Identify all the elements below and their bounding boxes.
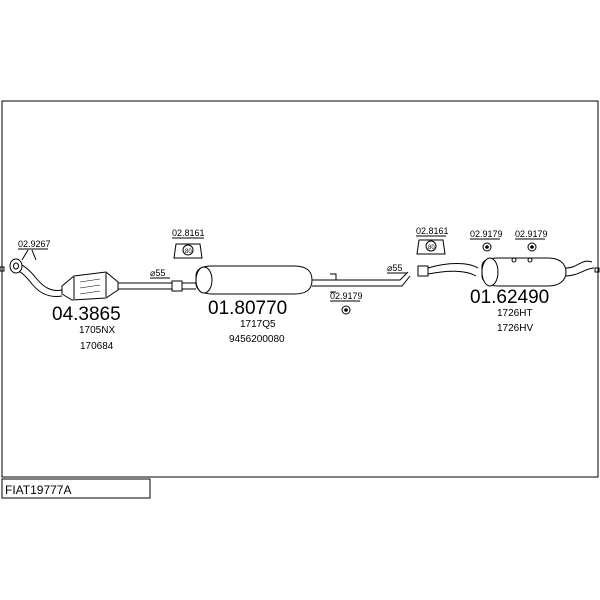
svg-text:9456200080: 9456200080 xyxy=(229,334,285,345)
rubber-mount-rear: 02.8161 80 xyxy=(416,226,449,255)
drawing-frame xyxy=(1,100,599,478)
svg-text:⌀55: ⌀55 xyxy=(387,263,402,273)
diameter-label-2: ⌀55 xyxy=(387,263,407,274)
rear-silencer-labels: 01.62490 1726HT 1726HV xyxy=(470,287,549,334)
middle-silencer xyxy=(182,265,411,295)
svg-text:02.8161: 02.8161 xyxy=(416,226,449,236)
svg-text:1717Q5: 1717Q5 xyxy=(240,319,276,330)
svg-text:02.9267: 02.9267 xyxy=(18,239,51,249)
front-flange xyxy=(9,258,23,274)
svg-text:02.9179: 02.9179 xyxy=(515,229,548,239)
rubber-mount-middle: 02.8161 80 xyxy=(172,228,205,259)
catalyst xyxy=(61,271,119,301)
clamp-rear-2: 02.9179 xyxy=(515,229,548,252)
svg-text:170684: 170684 xyxy=(80,341,114,352)
svg-text:80: 80 xyxy=(185,249,192,255)
clamp-rear-1: 02.9179 xyxy=(470,229,503,252)
right-edge-marker xyxy=(594,267,600,273)
catalyst-labels: 04.3865 1705NX 170684 xyxy=(52,304,121,352)
svg-text:1726HT: 1726HT xyxy=(497,308,533,319)
svg-text:02.9179: 02.9179 xyxy=(330,291,363,301)
drawing-title: FIAT19777A xyxy=(5,483,71,497)
middle-silencer-labels: 01.80770 1717Q5 9456200080 xyxy=(208,298,287,345)
svg-text:1726HV: 1726HV xyxy=(497,323,533,334)
catalyst-outlet-pipe xyxy=(118,280,183,292)
svg-text:⌀55: ⌀55 xyxy=(150,268,165,278)
gasket-fitting: 02.9267 xyxy=(18,239,51,261)
tail-connecting-pipe xyxy=(417,263,479,277)
svg-text:1705NX: 1705NX xyxy=(79,325,115,336)
diameter-label-1: ⌀55 xyxy=(150,268,170,279)
svg-text:02.8161: 02.8161 xyxy=(172,228,205,238)
svg-text:01.62490: 01.62490 xyxy=(470,287,549,308)
rear-silencer xyxy=(481,257,595,287)
left-edge-marker xyxy=(0,266,5,272)
clamp-middle: 02.9179 xyxy=(330,291,363,315)
title-box xyxy=(1,478,151,499)
svg-text:80: 80 xyxy=(428,245,435,251)
svg-text:02.9179: 02.9179 xyxy=(470,229,503,239)
svg-text:01.80770: 01.80770 xyxy=(208,298,287,319)
svg-text:04.3865: 04.3865 xyxy=(52,304,121,325)
